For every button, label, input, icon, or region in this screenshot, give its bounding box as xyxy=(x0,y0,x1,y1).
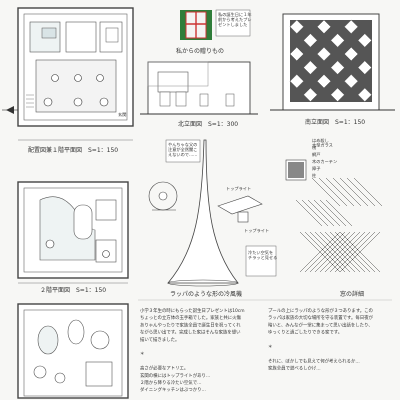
detail-legend-item: 大型ガラス xyxy=(312,142,333,149)
window-diamond xyxy=(289,74,304,89)
louver-slat xyxy=(332,177,362,207)
description-line: 暗いと、みんなが一堂に集まって思い出話をしたり、 xyxy=(268,321,373,328)
caption-plan-2f: ２階平面図 S=1：150 xyxy=(40,286,106,294)
window-diamond xyxy=(357,60,372,75)
caption-gift: 私からの贈りもの xyxy=(176,47,224,55)
detail-legend-item: 柱 xyxy=(312,172,317,179)
description-line: 家族全員で遊べるしかけ… xyxy=(268,365,321,372)
window-diamond xyxy=(344,74,359,89)
description-line: ありゃんやったりで家族全員で誕生日を祝ってくれ xyxy=(140,321,241,328)
horn-cooler-diagram: やんちゃな父の 注意が全然聞こ えないので…… トップライト トップライト 冷た… xyxy=(148,139,277,298)
lattice-bar xyxy=(309,231,351,273)
description-line: 小学３年生の時にもらった誕生日プレゼントは10cm xyxy=(140,307,244,314)
detail-legend-item: 障子 xyxy=(312,165,320,172)
screen-slat xyxy=(307,199,335,227)
first-floor-plan: 玄関 配置図兼１階平面図 S=1：150 xyxy=(2,7,134,154)
window-diamond xyxy=(357,33,372,48)
louver-slat xyxy=(346,177,376,207)
window-diamond xyxy=(344,19,359,34)
description-line: ゆっくりと過ごしたりできる家です。 xyxy=(268,329,342,336)
description-line: ながら思い出です。完成した家はそんな家族を想い xyxy=(140,329,241,336)
description-text-left: 小学３年生の時にもらった誕生日プレゼントは10cmちょっとの立方体の玉手箱でした… xyxy=(140,307,244,393)
screen-slat xyxy=(325,199,353,227)
window-diamond xyxy=(330,33,345,48)
window-diamond xyxy=(344,46,359,62)
south-elevation: 南立面図 S=1：150 xyxy=(270,13,395,126)
louver-slat xyxy=(325,177,355,207)
lattice-bar xyxy=(324,231,366,273)
window-diamond xyxy=(303,60,318,75)
window-diamond xyxy=(303,33,318,48)
horn-note: やんちゃな父の 注意が全然聞こ えないので…… xyxy=(168,141,199,158)
window-diamond xyxy=(316,19,332,34)
screen-slat xyxy=(301,199,329,227)
louver-slat xyxy=(311,177,341,207)
description-line: それに、ぼかしでも見えて何が考えられるか… xyxy=(268,357,360,364)
louver-slat xyxy=(318,177,348,207)
description-line: ラッパは家族の大切な場所を守る装置です。毎日夜が xyxy=(268,314,374,321)
detail-legend-item: 桟 xyxy=(312,144,317,150)
gift-illustration: 私の誕生日に１年 前から考えたプレ ゼントしました 私からの贈りもの xyxy=(176,9,253,55)
second-floor-plan: ２階平面図 S=1：150 xyxy=(17,181,129,294)
caption-plan-1f: 配置図兼１階平面図 S=1：150 xyxy=(28,146,118,154)
caption-window-detail: 窓の詳細 xyxy=(340,290,364,298)
description-line: 高さが必要なアトリエ。 xyxy=(140,365,188,372)
louver-slat xyxy=(339,177,369,207)
caption-south-elevation: 南立面図 S=1：150 xyxy=(305,118,365,126)
window-diamond xyxy=(303,87,318,102)
description-line: 玄関の横にはトップライトがあり… xyxy=(140,372,210,379)
description-line: ダイニングキッチンはぶつかり… xyxy=(140,386,206,393)
window-diamond xyxy=(289,19,304,34)
detail-legend-item: 網戸 xyxy=(312,151,320,158)
window-diamond xyxy=(357,87,372,102)
entrance-label-1f: 玄関 xyxy=(118,111,126,118)
lattice-bar xyxy=(329,231,371,273)
gift-note: 私の誕生日に１年 前から考えたプレ ゼントしました xyxy=(218,11,253,28)
description-line: ＊ xyxy=(140,352,144,357)
toplight-label-1: トップライト xyxy=(226,186,251,192)
window-diamond xyxy=(330,60,345,75)
description-line: 描いて描きました。 xyxy=(140,336,179,343)
louver-slat xyxy=(353,177,383,207)
lattice-bar xyxy=(319,231,361,273)
lattice-bar xyxy=(304,231,346,273)
detail-legend-item: はめ殺し xyxy=(312,137,329,144)
detail-legend-item: 木のカーテン xyxy=(312,158,337,165)
lattice-bar xyxy=(314,231,356,273)
screen-slat xyxy=(313,199,341,227)
description-line: プールの上にラッパのような形が３つあります。この xyxy=(268,307,373,314)
lattice-bar xyxy=(299,231,341,273)
lower-plan xyxy=(17,303,129,399)
window-diamond xyxy=(316,46,332,62)
toplight-label-2: トップライト xyxy=(244,228,269,234)
cold-air-note: 冷たい空気を チラッと見せる xyxy=(248,249,277,261)
window-diamond xyxy=(316,74,332,89)
description-line: ２階から降りる冷たい空気で… xyxy=(140,379,201,386)
caption-north-elevation: 北立面図 S=1：300 xyxy=(178,120,238,128)
lattice-bar xyxy=(339,231,381,273)
lattice-bar xyxy=(334,231,376,273)
screen-slat xyxy=(319,199,347,227)
description-line: ちょっとの立方体の玉手箱でした。家族と共に火傷 xyxy=(140,314,242,321)
description-line: ＊ xyxy=(268,345,272,350)
description-text-right: プールの上にラッパのような形が３つあります。このラッパは家族の大切な場所を守る装… xyxy=(268,307,374,372)
north-elevation: 北立面図 S=1：300 xyxy=(140,61,258,128)
caption-horn: ラッパのような形の冷風機 xyxy=(170,290,242,298)
screen-slat xyxy=(295,199,323,227)
window-diamond xyxy=(330,87,345,102)
window-diamond xyxy=(289,46,304,62)
